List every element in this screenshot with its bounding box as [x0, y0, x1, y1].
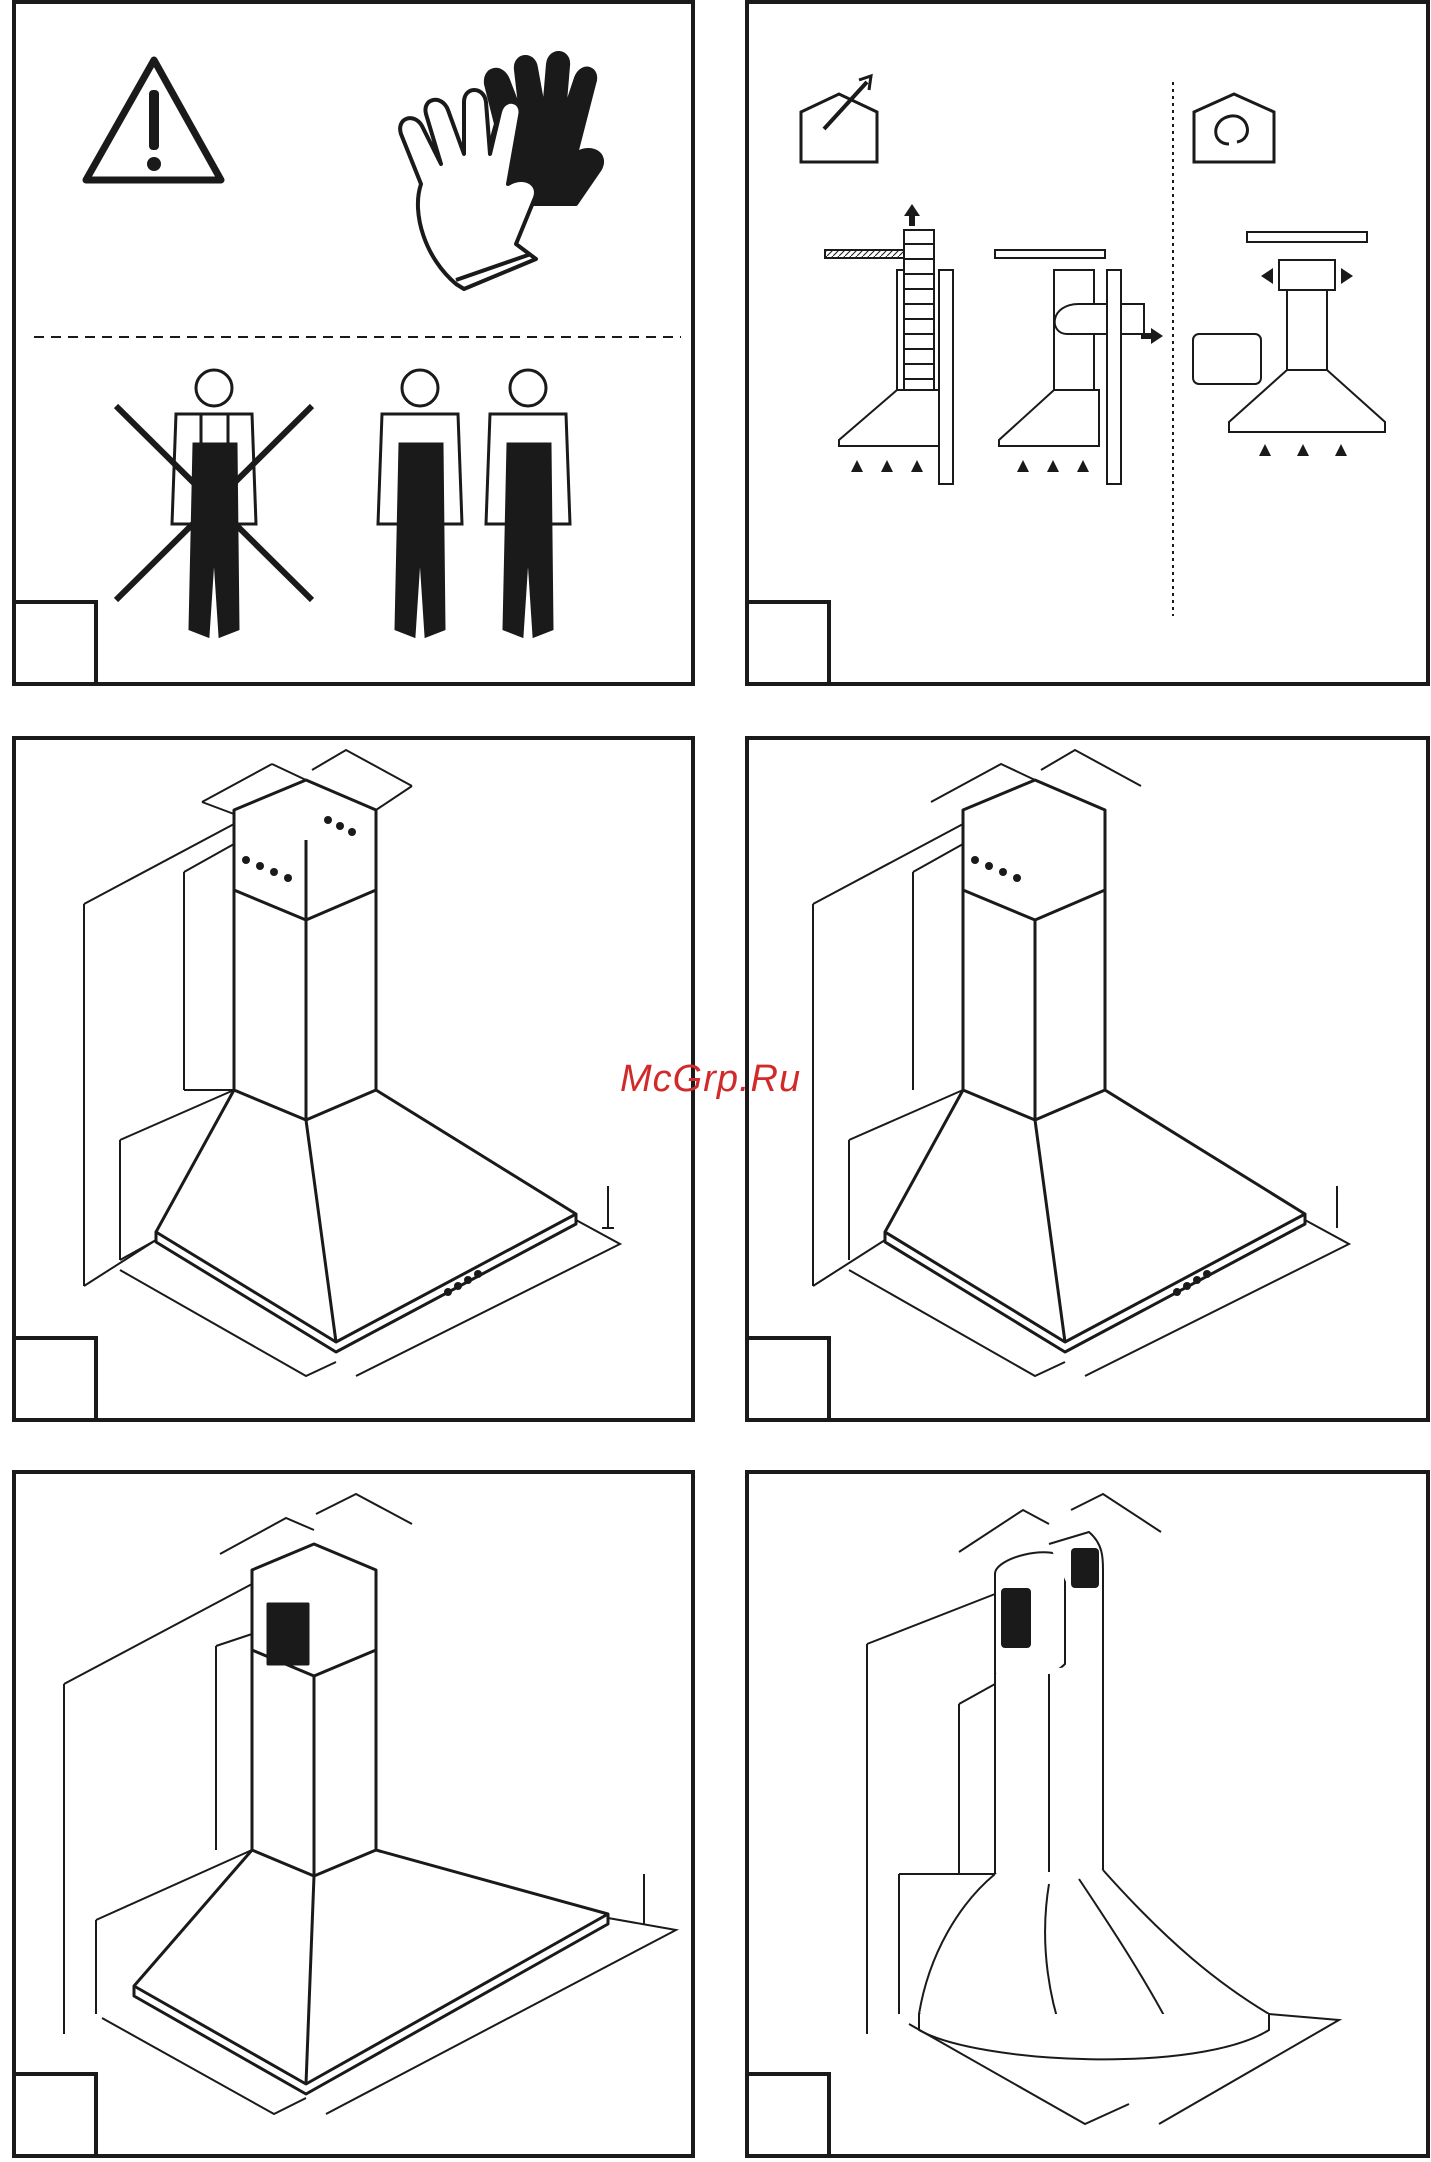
panel-hood-dimensions-d	[745, 1470, 1430, 2158]
ventilation-illustration	[749, 4, 1431, 690]
arrow-up-icon	[904, 204, 920, 226]
pyramid-hood-drawing	[16, 740, 699, 1426]
pyramid-hood-drawing-b	[749, 740, 1431, 1426]
panel-safety	[12, 0, 695, 686]
figure-number-box	[12, 1336, 98, 1422]
extraction-mode-icon	[801, 94, 877, 162]
safety-illustration	[16, 4, 699, 690]
pyramid-hood-drawing-c	[16, 1474, 701, 2162]
figure-number-box	[745, 2072, 831, 2158]
watermark: McGrp.Ru	[620, 1058, 801, 1101]
panel-hood-dimensions-c	[12, 1470, 695, 2158]
figure-number-box	[12, 600, 98, 686]
protective-gloves-icon	[400, 53, 602, 289]
figure-number-box	[745, 1336, 831, 1422]
figure-number-box	[12, 2072, 98, 2158]
intake-arrows	[851, 444, 1347, 472]
recirculation-mode-icon	[1194, 94, 1274, 162]
panel-hood-dimensions-a	[12, 736, 695, 1422]
panel-ventilation	[745, 0, 1430, 686]
arrow-right-icon	[1341, 268, 1353, 284]
arrow-left-icon	[1261, 268, 1273, 284]
panel-hood-dimensions-b	[745, 736, 1430, 1422]
ducted-hood-rear	[995, 250, 1144, 484]
two-people-icon	[378, 370, 570, 636]
figure-number-box	[745, 600, 831, 686]
round-hood-drawing	[749, 1474, 1431, 2162]
ducted-hood-vertical	[825, 230, 953, 484]
warning-exclamation-icon	[149, 90, 159, 150]
recirculation-hood	[1193, 232, 1385, 432]
